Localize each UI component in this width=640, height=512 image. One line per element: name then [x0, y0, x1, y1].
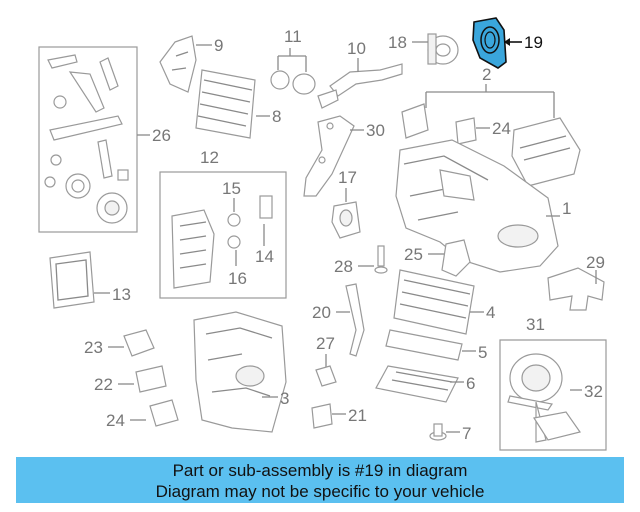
callout-3: 3: [280, 389, 289, 408]
callout-19: 19: [524, 33, 543, 52]
part-6: [375, 365, 459, 403]
part-9: [159, 35, 197, 93]
part-11: [270, 70, 316, 95]
part-24-bottom: [149, 399, 179, 427]
callout-22: 22: [94, 375, 113, 394]
part-3: [193, 311, 287, 433]
callout-30: 30: [366, 121, 385, 140]
banner-line-1: Part or sub-assembly is #19 in diagram: [172, 461, 468, 480]
part-30: [303, 115, 355, 197]
part-27: [315, 365, 337, 387]
part-29: [547, 267, 605, 311]
part-20: [345, 283, 365, 357]
part-group-26-box: [38, 46, 138, 233]
callout-25: 25: [404, 245, 423, 264]
callout-24-top: 24: [492, 119, 511, 138]
callout-5: 5: [478, 343, 487, 362]
callout-18: 18: [388, 33, 407, 52]
callout-7: 7: [462, 424, 471, 443]
callout-4: 4: [486, 303, 495, 322]
callout-24-bottom: 24: [106, 411, 125, 430]
callout-32: 32: [584, 382, 603, 401]
callout-29: 29: [586, 253, 605, 272]
callout-1: 1: [562, 199, 571, 218]
callout-8: 8: [272, 107, 281, 126]
callout-6: 6: [466, 374, 475, 393]
part-28: [374, 245, 388, 274]
callout-9: 9: [214, 36, 223, 55]
callout-31: 31: [526, 315, 545, 334]
callout-13: 13: [112, 285, 131, 304]
part-13: [49, 251, 95, 309]
callout-20: 20: [312, 303, 331, 322]
callout-17: 17: [338, 168, 357, 187]
callout-12: 12: [200, 148, 219, 167]
callout-10: 10: [347, 39, 366, 58]
part-5: [385, 329, 463, 361]
callout-14: 14: [255, 247, 274, 266]
callout-21: 21: [348, 406, 367, 425]
banner-line-2: Diagram may not be specific to your vehi…: [155, 482, 485, 501]
part-19-highlighted[interactable]: [472, 17, 507, 69]
part-17: [331, 201, 361, 239]
callout-23: 23: [84, 338, 103, 357]
part-8: [195, 69, 256, 139]
callout-28: 28: [334, 257, 353, 276]
callout-27: 27: [316, 334, 335, 353]
part-group-26: [44, 54, 129, 224]
part-24-top: [455, 117, 477, 145]
callout-26: 26: [152, 126, 171, 145]
info-banner: Part or sub-assembly is #19 in diagram D…: [16, 457, 624, 503]
parts-diagram: 19 18 2 9 11 10: [38, 17, 607, 451]
part-group-12: [171, 195, 273, 289]
part-32: [533, 411, 581, 441]
part-10: [317, 63, 403, 109]
part-1-hvac-housing: [395, 139, 559, 273]
part-group-12-box: [159, 171, 287, 299]
part-21: [311, 403, 333, 429]
part-22: [135, 365, 167, 393]
part-group-31: [507, 353, 563, 443]
part-4: [393, 269, 475, 335]
part-23: [123, 329, 155, 357]
callout-11: 11: [284, 27, 302, 46]
callout-2: 2: [482, 65, 491, 84]
callout-16: 16: [228, 269, 247, 288]
callout-15: 15: [222, 179, 241, 198]
part-2-components: [401, 103, 581, 187]
part-18: [427, 33, 459, 65]
part-7: [429, 423, 447, 441]
part-25: [441, 239, 471, 277]
